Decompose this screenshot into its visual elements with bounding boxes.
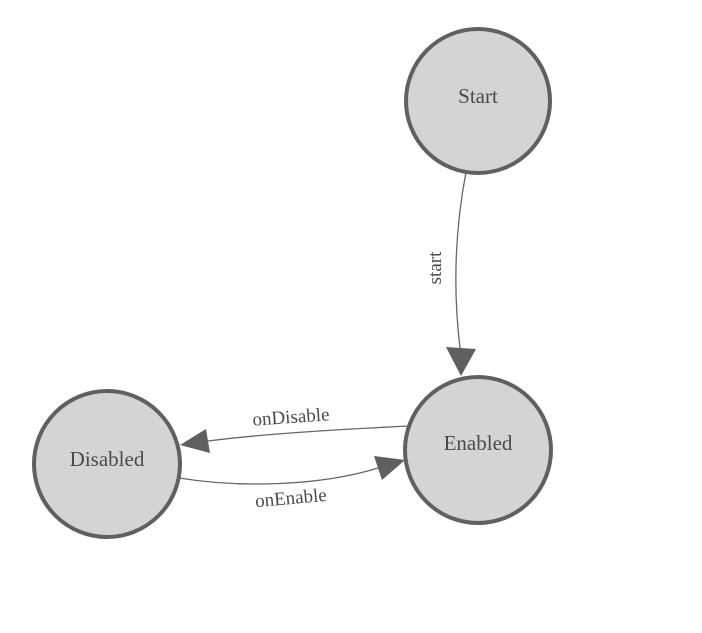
transition-edge-start [455,171,467,349]
transition-start-to-enabled: start [425,171,476,376]
arrowhead-into-enabled-left [374,456,405,480]
state-circle-disabled [32,389,182,539]
transition-disabled-to-enabled: onEnable [178,456,405,512]
transition-label-ondisable: onDisable [252,404,330,430]
state-node-start: Start [404,27,552,175]
arrowhead-into-disabled-right [180,429,210,453]
transition-edge-ondisable [207,425,410,442]
state-label-start: Start [458,84,498,108]
state-node-enabled: Enabled [403,375,553,525]
state-label-enabled: Enabled [444,431,513,455]
state-label-disabled: Disabled [70,447,145,471]
arrowhead-into-enabled-top [446,347,476,376]
state-circle-enabled [403,375,553,525]
transition-edge-onenable [178,467,379,485]
transition-label-onenable: onEnable [254,485,327,512]
state-node-disabled: Disabled [32,389,182,539]
state-circle-start [404,27,552,175]
transition-label-start: start [425,251,446,284]
transition-enabled-to-disabled: onDisable [180,404,410,453]
